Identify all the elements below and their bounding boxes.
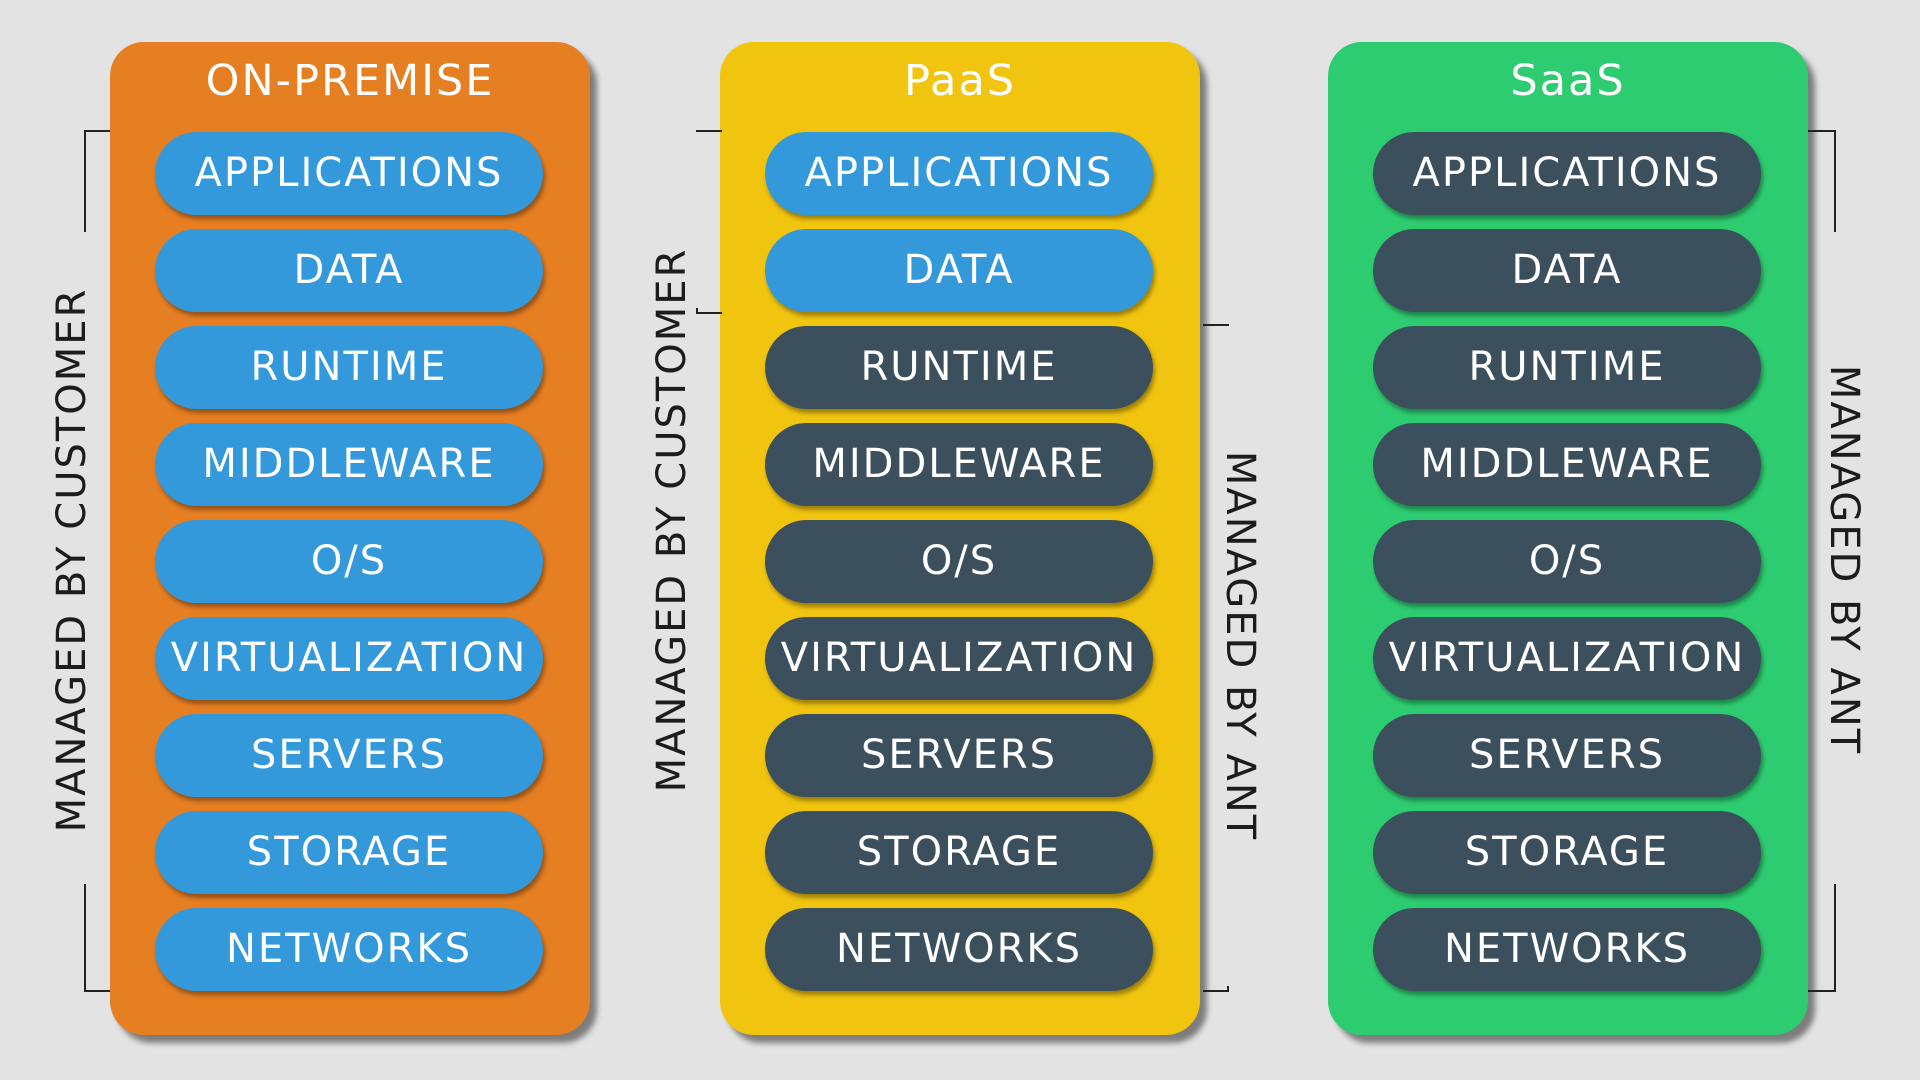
layer-servers: SERVERS: [1373, 714, 1761, 797]
layer-runtime: RUNTIME: [765, 326, 1153, 409]
layer-servers: SERVERS: [765, 714, 1153, 797]
column-on-premise: ON-PREMISE APPLICATIONS DATA RUNTIME MID…: [110, 42, 590, 1035]
layer-os: O/S: [765, 520, 1153, 603]
layer-networks: NETWORKS: [155, 908, 543, 991]
layer-middleware: MIDDLEWARE: [765, 423, 1153, 506]
layer-data: DATA: [765, 229, 1153, 312]
layer-data: DATA: [155, 229, 543, 312]
bracket-gap: [660, 132, 720, 308]
column-title: PaaS: [904, 56, 1016, 106]
column-paas: PaaS APPLICATIONS DATA RUNTIME MIDDLEWAR…: [720, 42, 1200, 1035]
layer-middleware: MIDDLEWARE: [155, 423, 543, 506]
layer-runtime: RUNTIME: [155, 326, 543, 409]
layer-applications: APPLICATIONS: [765, 132, 1153, 215]
layer-applications: APPLICATIONS: [1373, 132, 1761, 215]
layer-networks: NETWORKS: [765, 908, 1153, 991]
layer-data: DATA: [1373, 229, 1761, 312]
bracket-gap: [1220, 326, 1250, 986]
layer-virtualization: VIRTUALIZATION: [1373, 617, 1761, 700]
column-saas: SaaS APPLICATIONS DATA RUNTIME MIDDLEWAR…: [1328, 42, 1808, 1035]
managed-by-customer-label: MANAGED BY CUSTOMER: [649, 247, 695, 793]
layer-middleware: MIDDLEWARE: [1373, 423, 1761, 506]
layer-os: O/S: [1373, 520, 1761, 603]
layer-storage: STORAGE: [765, 811, 1153, 894]
layer-storage: STORAGE: [1373, 811, 1761, 894]
layer-virtualization: VIRTUALIZATION: [765, 617, 1153, 700]
column-title: SaaS: [1510, 56, 1626, 106]
bracket-gap: [80, 232, 90, 884]
layer-os: O/S: [155, 520, 543, 603]
managed-by-ant-label: MANAGED BY ANT: [1821, 364, 1867, 756]
layer-networks: NETWORKS: [1373, 908, 1761, 991]
managed-by-ant-label: MANAGED BY ANT: [1217, 450, 1263, 842]
column-title: ON-PREMISE: [205, 56, 495, 106]
managed-by-customer-label: MANAGED BY CUSTOMER: [49, 287, 95, 833]
layer-storage: STORAGE: [155, 811, 543, 894]
bracket-gap: [1826, 232, 1838, 884]
layer-servers: SERVERS: [155, 714, 543, 797]
layer-virtualization: VIRTUALIZATION: [155, 617, 543, 700]
layer-runtime: RUNTIME: [1373, 326, 1761, 409]
layer-applications: APPLICATIONS: [155, 132, 543, 215]
